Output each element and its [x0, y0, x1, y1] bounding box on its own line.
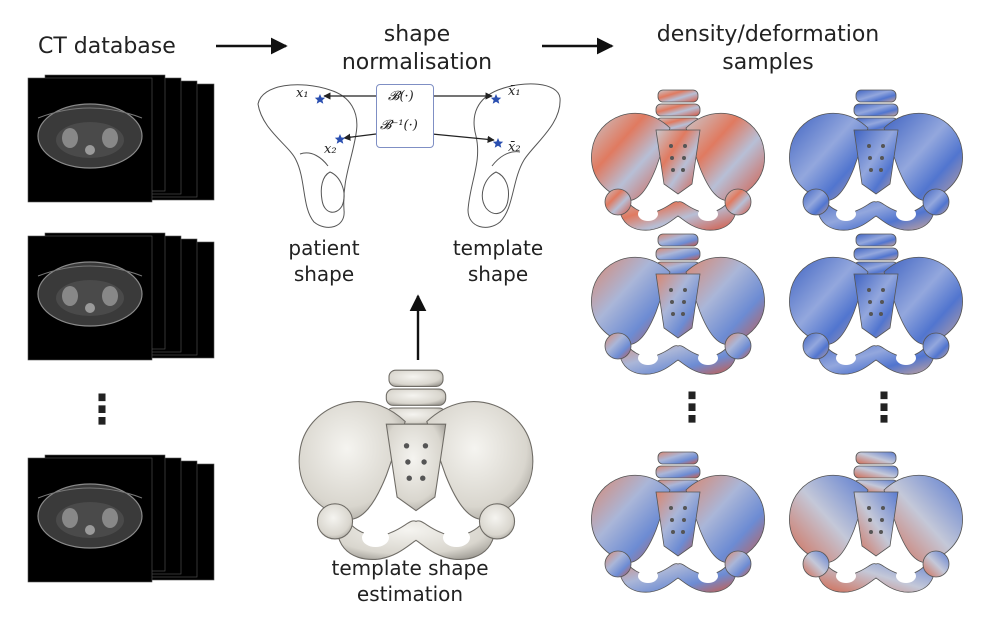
pelvis-model-icon-sample-3 — [590, 233, 766, 375]
ellipsis-ct: ⋮ — [82, 387, 122, 433]
star-marker-icons — [314, 94, 504, 148]
x2-label: x₂ — [324, 142, 337, 157]
arrow-icon-binv-to-x2 — [343, 133, 377, 141]
pelvis-model-icon-sample-5 — [590, 451, 766, 593]
b-operator-label: 𝓑(·) — [388, 89, 414, 104]
patient-shape-label-line1: patient — [288, 236, 360, 260]
ellipsis-samples-right: ⋮ — [864, 385, 904, 431]
xbar2-label: x̄₂ — [508, 140, 521, 155]
template-estimation-label-line2: estimation — [356, 582, 464, 606]
x1-label: x₁ — [296, 86, 309, 101]
pelvis-model-icon-sample-1 — [590, 89, 766, 231]
star-marker-icon-xbar2 — [492, 138, 504, 148]
pelvis-model-icon-sample-2 — [788, 89, 964, 231]
template-estimation-label-line1: template shape — [331, 556, 489, 580]
mapping-box — [376, 84, 434, 148]
ct-stack-icon-1 — [27, 74, 215, 203]
star-marker-icon-x1 — [314, 94, 326, 104]
arrow-icon-binv-to-xbar2 — [431, 133, 495, 143]
pelvis-model-icon-template — [298, 369, 534, 561]
samples-label-line2: samples — [722, 50, 814, 75]
template-shape-label-line2: shape — [467, 262, 529, 286]
ellipsis-samples-left: ⋮ — [672, 385, 712, 431]
template-shape-label-line1: template — [452, 236, 544, 260]
pelvis-model-icon-sample-6 — [788, 451, 964, 593]
xbar1-label: x̄₁ — [508, 84, 521, 99]
template-shape-outline — [467, 83, 561, 228]
patient-shape-outline — [257, 84, 358, 228]
ct-stack-icon-3 — [27, 454, 215, 583]
shape-normalisation-label-line2: normalisation — [341, 50, 493, 75]
patient-shape-label-line2: shape — [293, 262, 355, 286]
samples-label-line1: density/deformation — [656, 22, 880, 47]
pelvis-model-icon-sample-4 — [788, 233, 964, 375]
b-inverse-operator-label: 𝓑⁻¹(·) — [380, 118, 418, 133]
ct-stack-icon-2 — [27, 232, 215, 361]
ct-database-label: CT database — [38, 34, 176, 59]
shape-normalisation-label-line1: shape — [383, 22, 451, 47]
star-marker-icon-xbar1 — [490, 94, 502, 104]
star-marker-icon-x2 — [334, 134, 346, 144]
